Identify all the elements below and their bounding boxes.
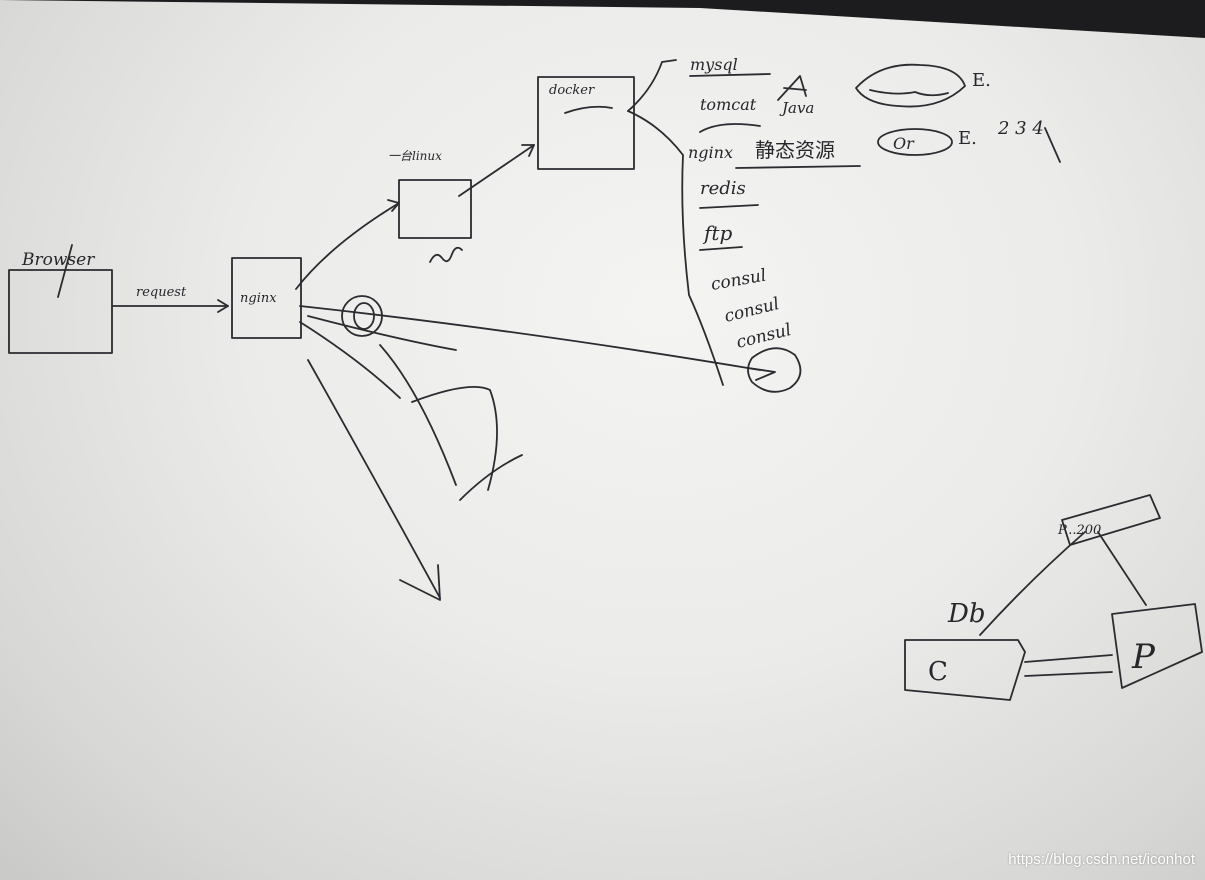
corner-c-box	[904, 639, 1026, 701]
browser-strike	[57, 244, 73, 298]
cloud-inner-text: Or	[893, 134, 915, 153]
watermark-text: https://blog.csdn.net/iconhot	[1008, 851, 1195, 868]
docker-bracket-top	[627, 59, 677, 112]
linux-squiggle	[429, 246, 463, 263]
cloud-note-2: E.	[958, 128, 977, 149]
consul-target-circle	[747, 347, 802, 393]
java-cup-icon	[777, 75, 807, 101]
nginx-scribble	[699, 123, 761, 133]
linux-to-docker-arrow	[458, 144, 535, 197]
static-underline	[735, 165, 861, 169]
nginx-label: nginx	[240, 291, 277, 306]
cloud-wave	[869, 89, 949, 97]
corner-top-label: P...200	[1057, 523, 1101, 538]
consul-target-head	[747, 367, 776, 381]
corner-link-db	[979, 531, 1086, 636]
corner-p-label: P	[1131, 637, 1156, 677]
service-consul-3: consul	[734, 320, 793, 353]
linux-label: 一台linux	[388, 149, 442, 163]
nginx-box	[231, 257, 302, 339]
scribble-mid-2	[411, 385, 498, 491]
nginx-down-line-1	[299, 321, 401, 399]
linux-box	[398, 179, 472, 239]
browser-box	[8, 269, 113, 354]
mysql-underline	[689, 73, 771, 77]
side-numbers: 2 3 4	[997, 118, 1044, 139]
nginx-down-line-2	[307, 359, 441, 599]
corner-link-p	[1097, 531, 1147, 606]
redis-underline	[699, 204, 759, 209]
docker-scribble	[564, 105, 613, 114]
nginx-to-consul-line	[299, 305, 761, 371]
corner-c-to-p-arrow-1	[1024, 654, 1113, 663]
service-redis: redis	[700, 178, 746, 199]
ftp-underline	[699, 246, 743, 251]
service-mysql: mysql	[690, 55, 738, 74]
nginx-to-linux-head	[387, 199, 400, 212]
corner-c-to-p-arrow-2	[1024, 671, 1113, 677]
service-tomcat: tomcat	[700, 95, 757, 114]
service-consul-1: consul	[709, 266, 767, 295]
nginx-to-linux-arrow	[295, 202, 400, 290]
cloud-note-1: E.	[972, 70, 991, 91]
docker-bracket-bottom	[627, 110, 724, 386]
static-resources-label: 静态资源	[755, 138, 835, 162]
request-arrowhead	[217, 299, 229, 313]
service-nginx: nginx	[688, 143, 733, 162]
docker-box	[537, 76, 635, 170]
scribble-mid-3	[459, 454, 523, 501]
scribble-mid-4	[307, 315, 457, 351]
corner-db-label: Db	[947, 599, 986, 629]
java-label: Java	[779, 99, 814, 117]
corner-top-box	[1061, 494, 1161, 546]
cloud-sketch-2	[877, 128, 953, 156]
nginx-down-head-2	[399, 564, 441, 601]
circle-knot-inner	[353, 302, 375, 330]
corner-c-label: C	[928, 657, 948, 687]
docker-label: docker	[549, 83, 595, 98]
browser-label: Browser	[21, 250, 95, 270]
scribble-mid-1	[379, 344, 457, 486]
corner-p-box	[1111, 603, 1203, 689]
cloud-sketch-1	[855, 63, 966, 108]
service-consul-2: consul	[722, 294, 781, 327]
service-ftp: ftp	[702, 221, 732, 245]
request-label: request	[136, 285, 187, 300]
linux-to-docker-head	[521, 144, 535, 157]
side-stroke	[1044, 127, 1061, 163]
